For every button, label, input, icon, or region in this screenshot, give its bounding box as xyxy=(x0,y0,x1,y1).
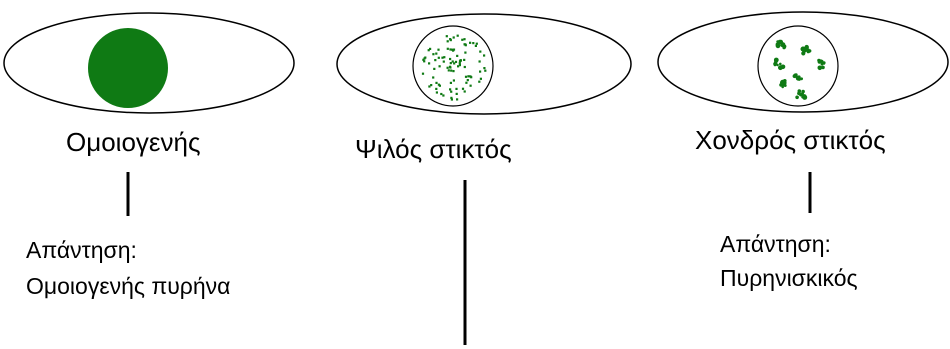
speckle-dot xyxy=(450,91,452,93)
speckle-dot xyxy=(422,59,424,61)
speckle-dot xyxy=(453,79,455,81)
speckle-dot xyxy=(469,75,471,77)
speckle-dot xyxy=(450,70,452,72)
speckle-dot xyxy=(428,85,430,87)
speckle-dot xyxy=(465,82,467,84)
speckle-dot xyxy=(470,85,472,87)
speckle-dot xyxy=(479,71,481,73)
speckle-dot xyxy=(449,66,451,68)
speckle-dot xyxy=(449,88,451,90)
speckle-dot xyxy=(449,58,451,60)
speckle-dot xyxy=(452,70,454,72)
speckle-dot xyxy=(456,55,458,57)
speckle-dot xyxy=(464,66,466,68)
speckle-dot xyxy=(475,45,477,47)
label-coarse-speckled: Χονδρός στικτός xyxy=(695,125,886,155)
speckle-dot xyxy=(436,91,438,93)
speckle-dot xyxy=(428,62,430,64)
speckle-dot xyxy=(461,39,463,41)
speckle-dot xyxy=(483,67,485,69)
answer-3-line-2: Πυρηνισκικός xyxy=(720,262,858,294)
speckle-dot xyxy=(452,60,454,62)
speckle-dot xyxy=(460,59,462,61)
speckle-dot xyxy=(441,57,443,59)
speckle-dot xyxy=(434,59,436,61)
speckle-dot xyxy=(450,82,452,84)
speckle-dot xyxy=(463,59,465,61)
speckle-dot xyxy=(435,82,437,84)
speckle-dot xyxy=(465,44,467,46)
speckle-dot xyxy=(478,81,480,83)
answer-3-line-1: Απάντηση: xyxy=(720,228,831,260)
speckle-dot xyxy=(449,38,451,40)
speckle-dot xyxy=(422,73,424,75)
speckle-dot xyxy=(440,93,442,95)
cell-homogeneous xyxy=(4,13,294,113)
speckle-dot xyxy=(433,68,435,70)
speckle-dot xyxy=(456,98,458,100)
speckle-dot xyxy=(432,76,434,78)
answer-1-line-2: Ομοιογενής πυρήνα xyxy=(26,270,230,302)
speckle-dot xyxy=(479,51,481,53)
speckle-dot xyxy=(453,62,455,64)
speckle-dot xyxy=(451,98,453,100)
speckle-dot xyxy=(465,76,467,78)
cell-fine-speckled xyxy=(337,14,631,114)
speckle-dot xyxy=(443,61,445,63)
speckle-dot xyxy=(452,50,454,52)
speckle-dot xyxy=(463,38,465,40)
label-fine-speckled: Ψιλός στικτός xyxy=(355,134,512,164)
speckle-dot xyxy=(438,84,440,86)
speckle-dot xyxy=(439,65,441,67)
speckle-dot xyxy=(447,67,449,69)
speckle-dot xyxy=(467,75,469,77)
speckle-dot xyxy=(464,52,466,54)
speckle-dot xyxy=(469,42,471,44)
speckle-dot xyxy=(429,48,431,50)
speckle-dot xyxy=(480,78,482,80)
speckle-dot xyxy=(437,49,439,51)
speckle-dot xyxy=(453,36,455,38)
speckle-dot xyxy=(459,62,461,64)
speckle-dot xyxy=(457,35,459,37)
speckle-dot xyxy=(476,43,478,45)
speckle-dot xyxy=(447,48,449,50)
cell-coarse-speckled xyxy=(658,12,948,112)
speckle-dot xyxy=(448,69,450,71)
speckle-dot xyxy=(455,88,457,90)
speckle-dot xyxy=(447,40,449,42)
speckle-dot xyxy=(462,88,464,90)
speckle-dot xyxy=(467,79,469,81)
speckle-dot xyxy=(435,53,437,55)
label-homogeneous: Ομοιογενής xyxy=(66,127,200,157)
speckle-dot xyxy=(450,62,452,64)
speckle-dot xyxy=(446,35,448,37)
speckle-dot xyxy=(472,42,474,44)
speckle-dot xyxy=(435,88,437,90)
speckle-dot xyxy=(464,90,466,92)
speckle-dot xyxy=(442,94,444,96)
answer-1-line-1: Απάντηση: xyxy=(26,234,137,266)
speckle-dot xyxy=(456,93,458,95)
speckle-dot xyxy=(432,53,434,55)
speckle-dot xyxy=(484,70,486,72)
speckle-dot xyxy=(479,60,481,62)
speckle-dot xyxy=(438,57,440,59)
nucleus-homogeneous xyxy=(88,28,168,108)
speckle-dot xyxy=(483,54,485,56)
speckle-dot xyxy=(459,64,461,66)
